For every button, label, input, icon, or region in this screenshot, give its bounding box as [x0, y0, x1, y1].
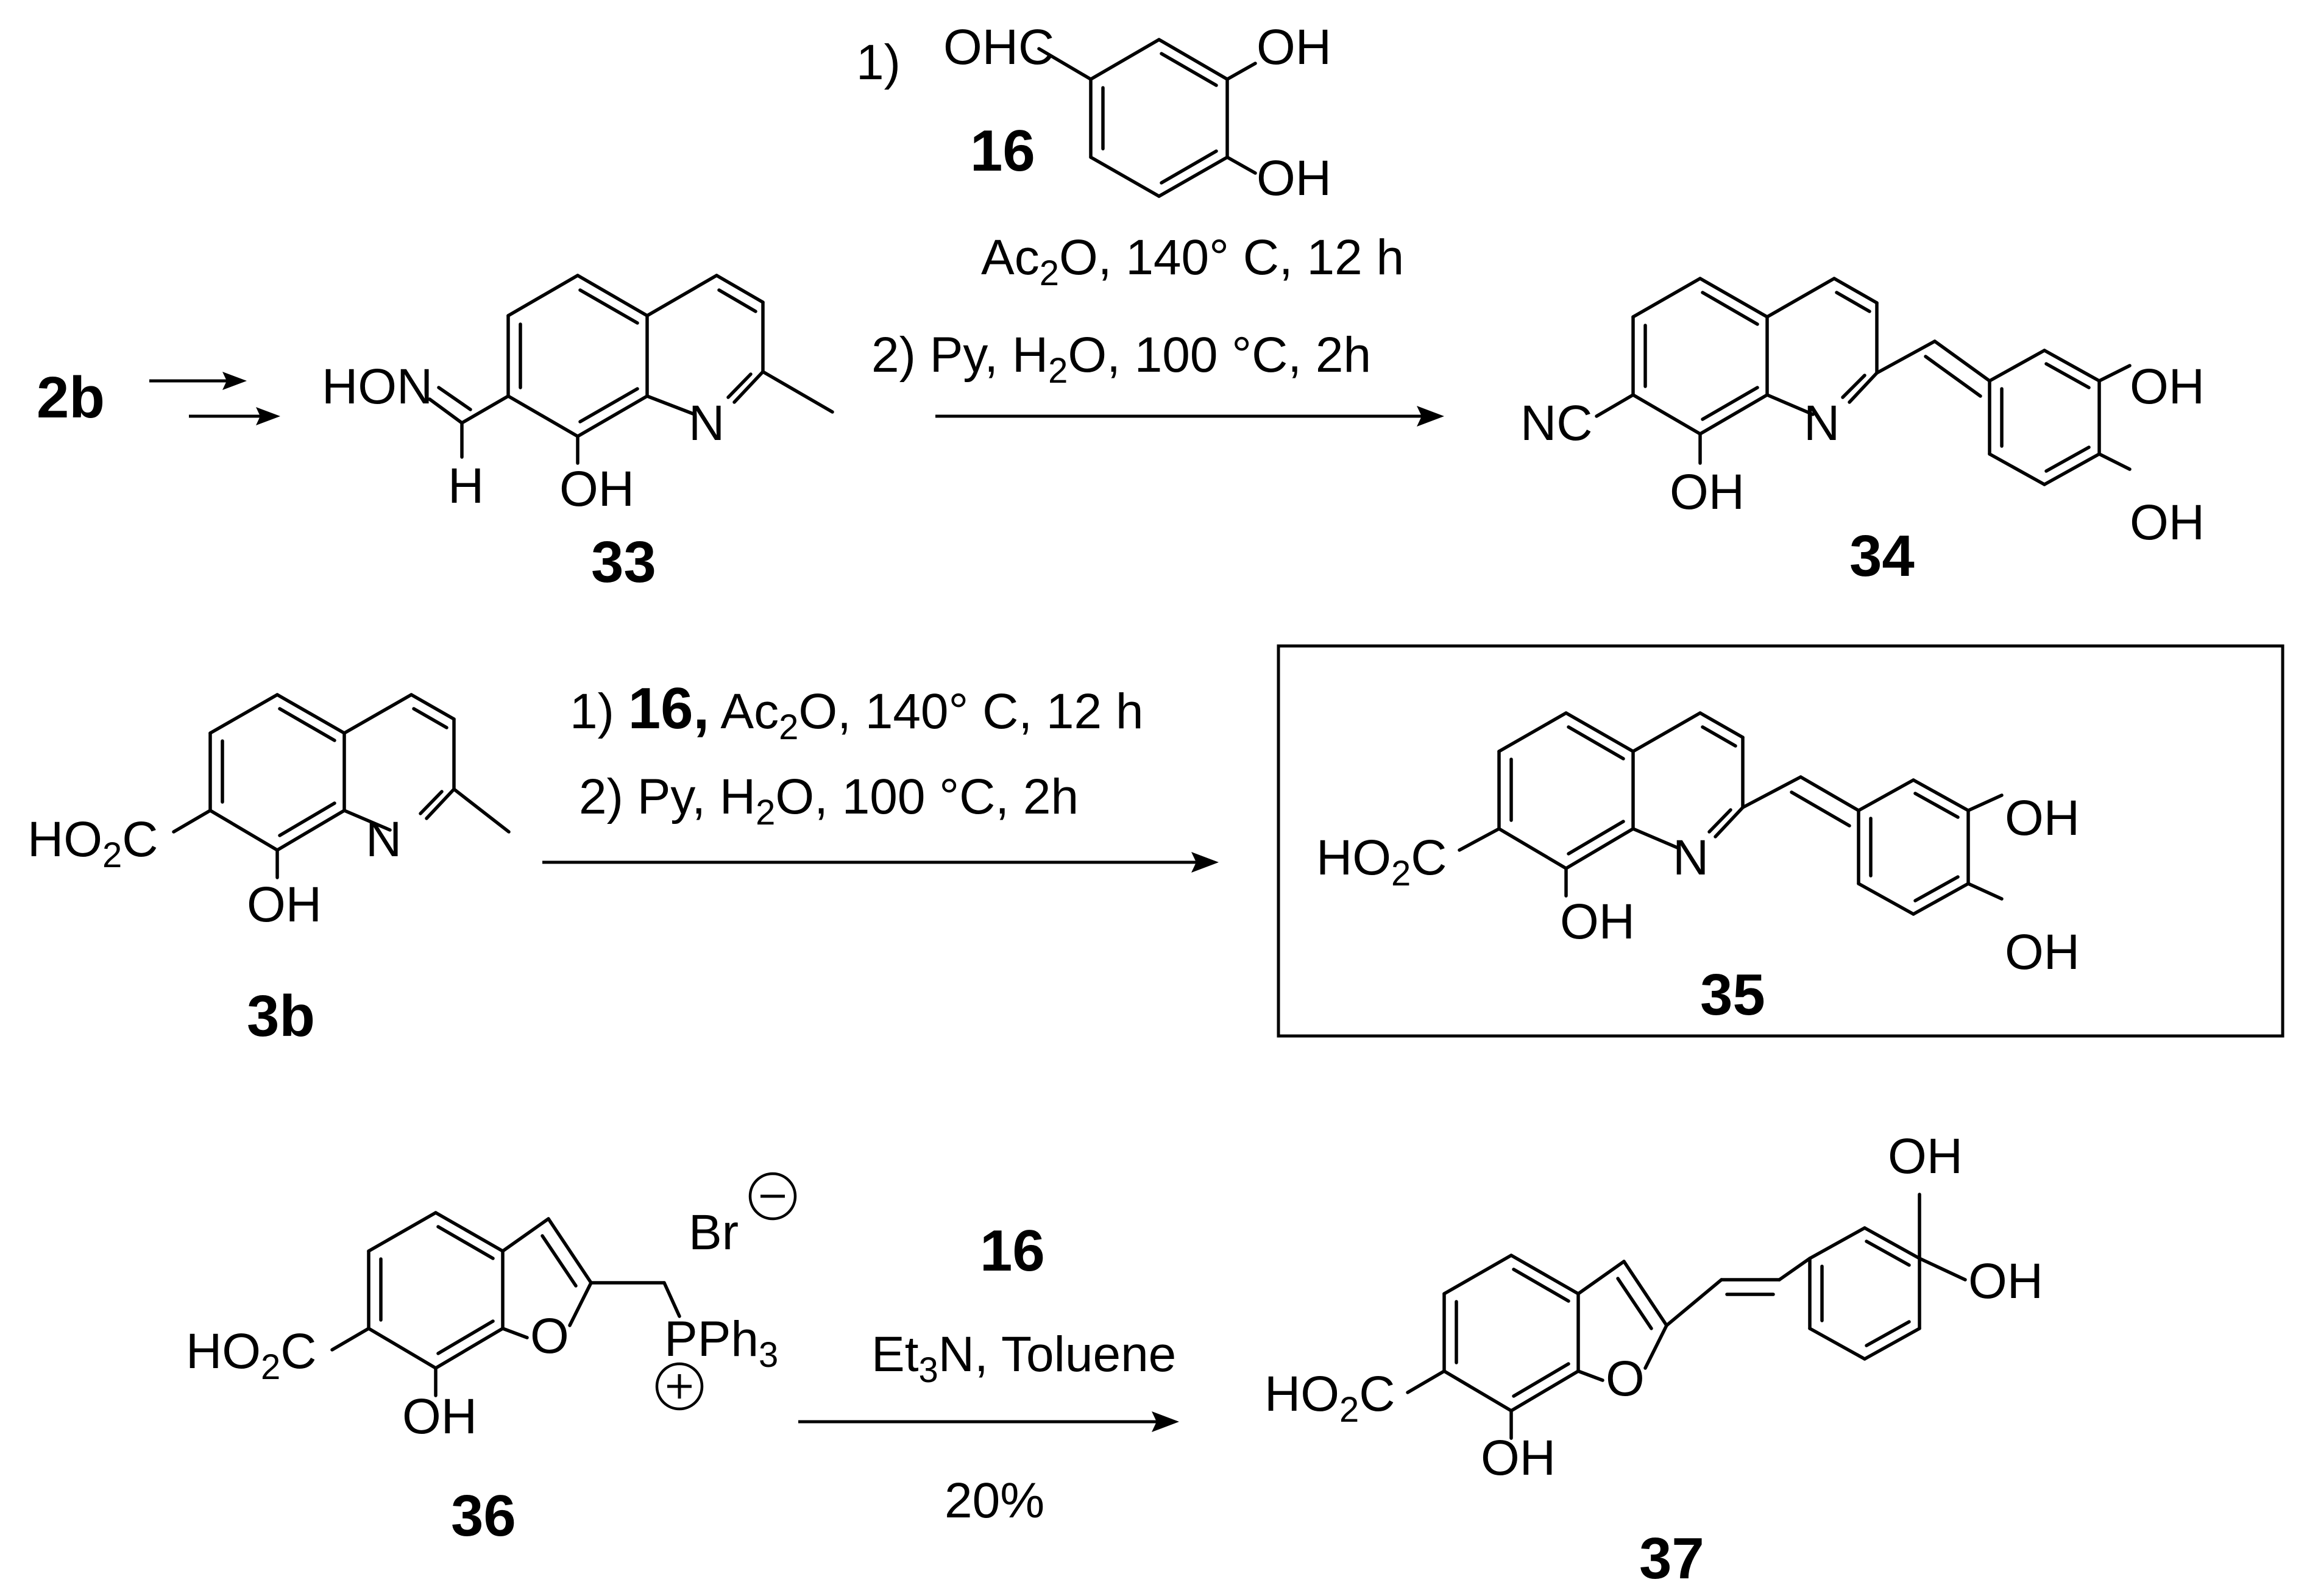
atom-br: Br — [689, 1205, 739, 1260]
atom-o: O — [1606, 1351, 1645, 1406]
atom-hon: HON — [322, 359, 433, 414]
atom-oh: OH — [2005, 924, 2080, 980]
compound-37-label: 37 — [1639, 1526, 1704, 1591]
reaction-1-step-2-conditions: 2) Py, H2O, 100 °C, 2h — [871, 327, 1371, 391]
anion-charge — [748, 1172, 797, 1221]
atom-oh: OH — [1670, 464, 1745, 520]
compound-33-structure — [428, 274, 834, 465]
reaction-3-yield: 20% — [945, 1473, 1044, 1528]
atom-ohc: OHC — [943, 20, 1054, 75]
atom-oh: OH — [2005, 790, 2080, 846]
multistep-arrow — [149, 372, 280, 425]
compound-16-label: 16 — [970, 118, 1035, 183]
atom-pph3: PPh3 — [664, 1311, 778, 1375]
compound-35-structure — [1458, 711, 2004, 916]
atom-ho2c: HO2C — [1316, 830, 1447, 893]
reaction-2-step-2-conditions: 2) Py, H2O, 100 °C, 2h — [579, 769, 1079, 832]
compound-3b-label: 3b — [247, 984, 315, 1049]
reaction-2-arrow — [542, 852, 1219, 873]
atom-oh: OH — [402, 1389, 477, 1444]
compound-16-structure — [1037, 38, 1257, 198]
atom-oh: OH — [1481, 1430, 1556, 1486]
compound-34-structure — [1595, 277, 2132, 486]
reaction-1-arrow — [935, 406, 1444, 427]
atom-oh: OH — [1257, 20, 1331, 75]
atom-ho2c: HO2C — [1264, 1366, 1395, 1430]
reaction-1-step-1-conditions: Ac2O, 140° C, 12 h — [981, 230, 1404, 293]
atom-oh: OH — [2130, 495, 2205, 550]
atom-oh: OH — [1560, 894, 1635, 949]
compound-35-label: 35 — [1700, 962, 1765, 1027]
atom-oh: OH — [2130, 359, 2205, 414]
atom-ho2c: HO2C — [186, 1324, 316, 1387]
reaction-3-conditions: Et3N, Toluene — [871, 1327, 1176, 1390]
atom-oh: OH — [247, 877, 322, 932]
step-1-number: 1) — [856, 35, 901, 90]
reaction-3-arrow — [798, 1411, 1179, 1432]
cation-charge — [655, 1362, 704, 1411]
atom-oh: OH — [1257, 151, 1331, 206]
atom-oh: OH — [1968, 1254, 2043, 1309]
compound-33-label: 33 — [591, 530, 656, 595]
atom-o: O — [530, 1308, 569, 1364]
atom-n: N — [1673, 830, 1709, 885]
atom-n: N — [1804, 395, 1840, 451]
atom-n: N — [689, 395, 725, 451]
reaction-2-step-1-conditions: 1) 16, Ac2O, 140° C, 12 h — [570, 676, 1144, 747]
atom-h: H — [448, 458, 484, 514]
atom-oh: OH — [1888, 1129, 1963, 1184]
atom-oh: OH — [559, 461, 634, 517]
atom-ho2c: HO2C — [27, 812, 158, 875]
reaction-3-reagent: 16 — [980, 1218, 1045, 1283]
highlight-box — [1277, 644, 2285, 1038]
compound-37-structure — [1406, 1193, 1967, 1440]
compound-34-label: 34 — [1849, 523, 1915, 589]
atom-nc: NC — [1520, 395, 1592, 451]
compound-36-structure — [330, 1211, 681, 1397]
compound-3b-structure — [172, 693, 511, 879]
compound-36-label: 36 — [451, 1483, 516, 1548]
atom-n: N — [366, 812, 402, 867]
compound-2b-label: 2b — [37, 365, 105, 430]
